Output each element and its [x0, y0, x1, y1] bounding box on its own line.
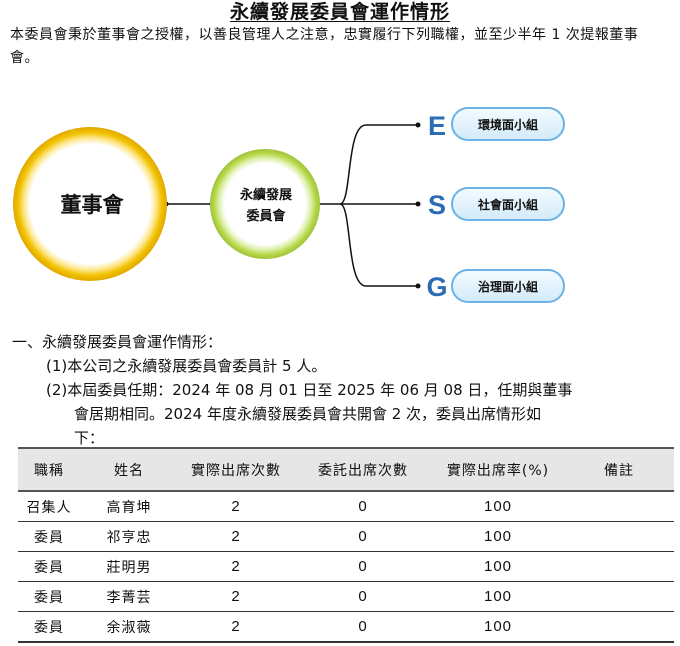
- cell-name: 余淑薇: [80, 611, 178, 643]
- pill-governance: [451, 269, 565, 303]
- committee-label-line1: 永續發展: [239, 187, 293, 203]
- operation-section: 一、永續發展委員會運作情形： (1)本公司之永續發展委員會委員計 5 人。 (2…: [12, 330, 662, 450]
- table-row: 委員 祁亨忠 2 0 100: [18, 521, 674, 552]
- branch-dot: [415, 283, 421, 289]
- pill-environment-label: 環境面小組: [478, 117, 538, 132]
- letter-g: G: [426, 272, 447, 302]
- section-item-1: (1)本公司之永續發展委員會委員計 5 人。: [46, 357, 327, 375]
- cell-name: 莊明男: [80, 551, 178, 582]
- cell-title: 召集人: [18, 491, 80, 522]
- section-item-2-cont: 會居期相同。2024 年度永續發展委員會共開會 2 次，委員出席情形如: [74, 405, 542, 423]
- board-circle: [13, 127, 167, 281]
- branch-curve-top: [339, 124, 418, 205]
- cell-rate: 100: [432, 491, 564, 522]
- cell-note: [564, 491, 674, 522]
- cell-note: [564, 611, 674, 643]
- table-header-row: 職稱 姓名 實際出席次數 委託出席次數 實際出席率(%) 備註: [18, 447, 674, 492]
- section-heading: 一、永續發展委員會運作情形：: [12, 333, 223, 351]
- branch-dot: [415, 122, 421, 128]
- cell-name: 李菁芸: [80, 581, 178, 612]
- cell-note: [564, 551, 674, 582]
- table-row: 召集人 高育坤 2 0 100: [18, 491, 674, 522]
- cell-rate: 100: [432, 611, 564, 643]
- cell-attended: 2: [178, 611, 294, 643]
- committee-circle: [210, 149, 320, 259]
- cell-rate: 100: [432, 521, 564, 552]
- table-row: 委員 莊明男 2 0 100: [18, 551, 674, 582]
- cell-proxy: 0: [294, 521, 432, 552]
- section-item-2-cont2: 下：: [74, 429, 105, 447]
- cell-proxy: 0: [294, 551, 432, 582]
- branch-curve-bottom: [339, 203, 418, 287]
- header-rate: 實際出席率(%): [432, 447, 564, 492]
- cell-note: [564, 581, 674, 612]
- committee-label-line2: 委員會: [245, 208, 286, 224]
- section-item-2: (2)本屆委員任期：2024 年 08 月 01 日至 2025 年 06 月 …: [46, 381, 573, 399]
- letter-e: E: [428, 111, 446, 141]
- pill-environment: [451, 107, 565, 141]
- cell-title: 委員: [18, 581, 80, 612]
- table-row: 委員 余淑薇 2 0 100: [18, 611, 674, 643]
- header-proxy: 委託出席次數: [294, 447, 432, 492]
- cell-attended: 2: [178, 491, 294, 522]
- cell-title: 委員: [18, 611, 80, 643]
- cell-rate: 100: [432, 551, 564, 582]
- cell-title: 委員: [18, 521, 80, 552]
- pill-governance-label: 治理面小組: [478, 279, 538, 294]
- intro-paragraph: 本委員會秉於董事會之授權，以善良管理人之注意，忠實履行下列職權，並至少半年 1 …: [10, 27, 639, 66]
- cell-proxy: 0: [294, 491, 432, 522]
- board-label: 董事會: [61, 193, 125, 217]
- cell-attended: 2: [178, 521, 294, 552]
- attendance-table: 職稱 姓名 實際出席次數 委託出席次數 實際出席率(%) 備註 召集人 高育坤 …: [18, 447, 674, 643]
- cell-attended: 2: [178, 581, 294, 612]
- header-name: 姓名: [80, 447, 178, 492]
- pill-social-label: 社會面小組: [477, 197, 538, 212]
- letter-s: S: [428, 190, 446, 220]
- org-diagram: 董事會 永續發展 委員會 E 環境面小組 S 社會面小組 G 治理面小組: [13, 107, 565, 303]
- table-row: 委員 李菁芸 2 0 100: [18, 581, 674, 612]
- cell-proxy: 0: [294, 611, 432, 643]
- page-title: 永續發展委員會運作情形: [229, 1, 450, 23]
- cell-name: 高育坤: [80, 491, 178, 522]
- header-attended: 實際出席次數: [178, 447, 294, 492]
- branch-dot: [415, 201, 421, 207]
- cell-attended: 2: [178, 551, 294, 582]
- cell-name: 祁亨忠: [80, 521, 178, 552]
- cell-note: [564, 521, 674, 552]
- cell-title: 委員: [18, 551, 80, 582]
- cell-proxy: 0: [294, 581, 432, 612]
- header-note: 備註: [564, 447, 674, 492]
- pill-social: [451, 187, 565, 221]
- cell-rate: 100: [432, 581, 564, 612]
- header-title: 職稱: [18, 447, 80, 492]
